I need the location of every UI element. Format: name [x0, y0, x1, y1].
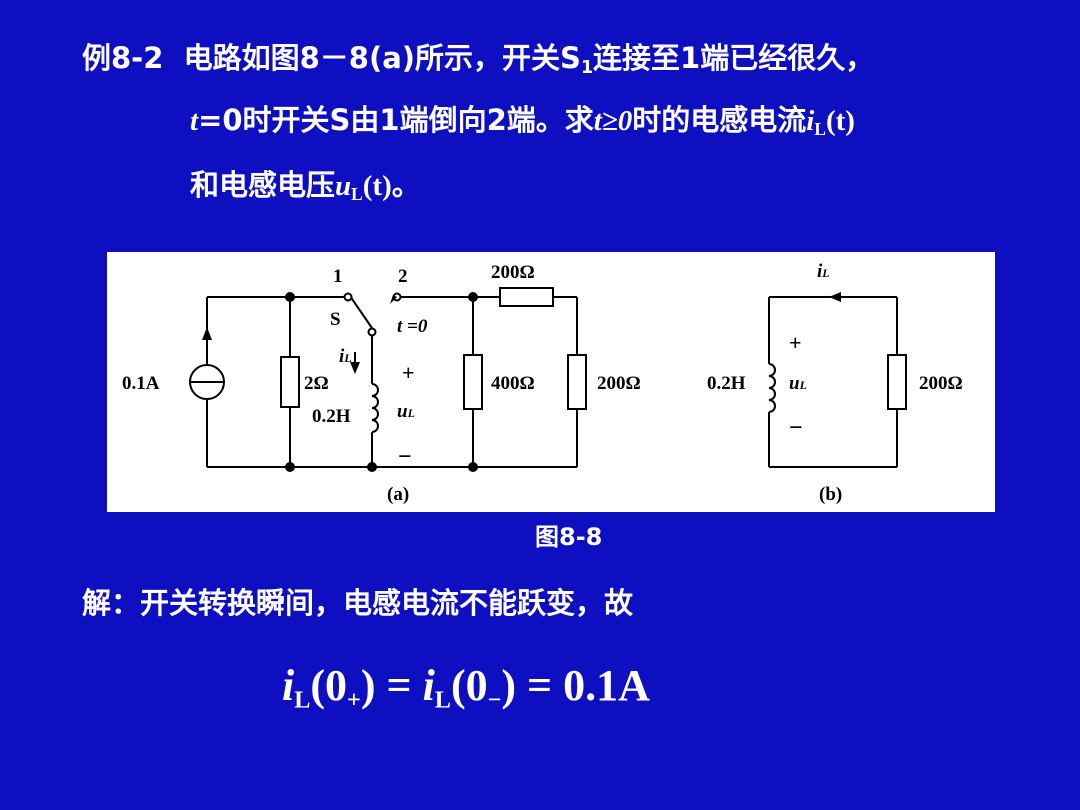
minus-sign-b: −: [789, 415, 803, 441]
problem-text-2a: =0时开关S由1端倒向2端。求: [198, 103, 594, 137]
current-argument: (t): [825, 105, 855, 137]
problem-text-2b: 时的电感电流: [632, 103, 807, 137]
subfigure-a-label: (a): [387, 484, 409, 505]
current-subscript: L: [814, 119, 826, 140]
switch-label: S: [330, 309, 341, 330]
current-label-b: iL: [817, 261, 830, 282]
problem-text-1b: 连接至1端已经很久，: [593, 41, 875, 75]
node-1-label: 1: [333, 266, 343, 287]
voltage-label-a: uL: [397, 401, 415, 422]
r-top-label: 200Ω: [491, 262, 535, 283]
plus-sign-b: +: [789, 330, 802, 355]
problem-line-3: 和电感电压uL(t)。: [190, 162, 421, 205]
resistor-b: [887, 354, 907, 410]
switch-arrow-icon: [390, 295, 397, 304]
r2-label: 400Ω: [491, 373, 535, 394]
current-arrow-icon: [350, 362, 360, 374]
circuit-svg: 0.1A 2Ω 0.2H 400Ω 200Ω 200Ω 1 2 S t =0 i…: [122, 261, 963, 505]
voltage-variable: u: [335, 170, 352, 202]
voltage-argument: (t): [362, 170, 392, 202]
source-arrow-icon: [202, 327, 212, 340]
voltage-subscript: L: [351, 184, 363, 205]
switch-subscript: 1: [580, 58, 594, 79]
current-arrow-b-icon: [829, 292, 841, 302]
circuit-a-wires: [206, 295, 578, 468]
solution-equation: iL(0+) = iL(0−) = 0.1A: [282, 661, 650, 714]
inductor-b-label: 0.2H: [707, 373, 746, 394]
t-variable: t: [190, 105, 199, 137]
time-condition: t≥0: [593, 105, 633, 137]
subfigure-b-label: (b): [819, 484, 842, 505]
r3-label: 200Ω: [597, 373, 641, 394]
plus-sign-a: +: [402, 360, 415, 385]
problem-period: 。: [391, 168, 421, 202]
problem-text-3a: 和电感电压: [190, 168, 336, 202]
resistor-b-label: 200Ω: [919, 373, 963, 394]
inductor-a-label: 0.2H: [312, 406, 351, 427]
source-label: 0.1A: [122, 373, 160, 394]
figure-caption: 图8-8: [535, 523, 603, 551]
current-label-a: iL: [339, 346, 352, 367]
problem-text-1: 电路如图8－8(a)所示，开关S: [183, 41, 581, 75]
r1-label: 2Ω: [304, 373, 329, 394]
problem-line-2: t=0时开关S由1端倒向2端。求t≥0时的电感电流iL(t): [190, 97, 855, 140]
circuit-b-wires: [768, 296, 898, 468]
junction-dots: [285, 292, 478, 472]
circuit-a-components: [189, 287, 587, 410]
t0-label: t =0: [397, 316, 428, 337]
solution-text: 解：开关转换瞬间，电感电流不能跃变，故: [82, 586, 634, 620]
circuit-figure: 0.1A 2Ω 0.2H 400Ω 200Ω 200Ω 1 2 S t =0 i…: [107, 252, 995, 512]
voltage-label-b: uL: [789, 373, 807, 394]
minus-sign-a: −: [398, 444, 412, 470]
node-2-label: 2: [398, 266, 408, 287]
example-label: 例8-2: [82, 41, 164, 75]
current-variable: i: [806, 105, 815, 137]
problem-line-1: 例8-2 电路如图8－8(a)所示，开关S1连接至1端已经很久，: [82, 35, 874, 78]
